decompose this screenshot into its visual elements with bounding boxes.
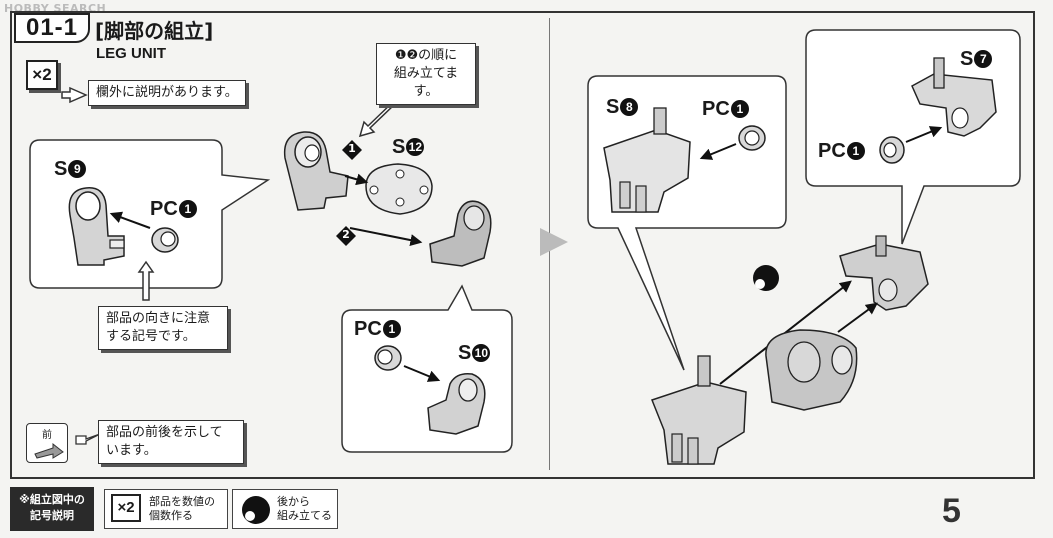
outside-note-arrow bbox=[61, 86, 88, 104]
step-two-marker bbox=[336, 226, 356, 246]
outside-explained-text: 欄外に説明があります。 bbox=[96, 85, 238, 100]
front-back-line-2: います。 bbox=[106, 443, 157, 458]
back-assembly-marker bbox=[753, 265, 779, 291]
legend-heading-line-1: ※組立図中の bbox=[19, 493, 85, 506]
s10-part bbox=[427, 372, 486, 435]
frame-left bbox=[10, 11, 12, 479]
legend-x2-badge: ×2 bbox=[111, 494, 141, 522]
step-two-number: 2 bbox=[342, 228, 350, 241]
next-step-triangle bbox=[540, 228, 568, 256]
multiplier-badge: ×2 bbox=[26, 60, 58, 90]
page-number: 5 bbox=[942, 492, 961, 530]
pc1-c-part bbox=[738, 125, 766, 151]
frame-bottom bbox=[10, 477, 1035, 479]
step-number: 01-1 bbox=[14, 13, 90, 43]
legend-x2-text: 部品を数値の 個数作る bbox=[149, 495, 215, 523]
assembly-order-note: ❶❷の順に 組み立てます。 bbox=[376, 43, 476, 105]
orientation-note: 部品の向きに注意 する記号です。 bbox=[98, 306, 228, 350]
num-icon: 1 bbox=[730, 100, 749, 118]
pc1-a-part bbox=[151, 227, 179, 253]
front-mark-icon: 前 bbox=[26, 423, 68, 463]
order-line-2: 組み立てます。 bbox=[393, 66, 459, 99]
num-icon: 8 bbox=[620, 98, 639, 116]
step-one-marker bbox=[342, 140, 362, 160]
num-icon: 1 bbox=[178, 200, 197, 218]
s10-bubble bbox=[341, 284, 513, 453]
front-back-note: 部品の前後を示して います。 bbox=[98, 420, 244, 464]
num-icon: 9 bbox=[68, 160, 87, 178]
step-one-number: 1 bbox=[348, 142, 356, 155]
num-icon: 1 bbox=[846, 142, 865, 160]
orientation-line-1: 部品の向きに注意 bbox=[106, 311, 211, 326]
step-title-en: LEG UNIT bbox=[96, 45, 166, 62]
right-s7-assembled bbox=[839, 235, 929, 311]
outside-explained-note: 欄外に説明があります。 bbox=[88, 80, 246, 106]
num-icon: 7 bbox=[974, 50, 993, 68]
frame-top bbox=[10, 11, 1035, 13]
legend-x2-cell: ×2 部品を数値の 個数作る bbox=[104, 489, 228, 529]
order-line-1: ❶❷の順に bbox=[394, 48, 458, 63]
legend-back-line-1: 後から bbox=[277, 495, 310, 508]
center-s9-part bbox=[283, 131, 349, 211]
step-title-jp: [脚部の組立] bbox=[95, 19, 214, 43]
frame-right bbox=[1033, 11, 1035, 479]
center-s10-part bbox=[429, 200, 492, 267]
right-s8-assembled bbox=[651, 355, 747, 465]
pc1-d-part bbox=[879, 136, 905, 164]
legend-back-text: 後から 組み立てる bbox=[277, 495, 332, 523]
pc1-b-part bbox=[374, 345, 402, 371]
s7-part bbox=[911, 57, 997, 137]
num-icon: 12 bbox=[406, 138, 425, 156]
orientation-line-2: する記号です。 bbox=[106, 329, 196, 344]
num-icon: 10 bbox=[472, 344, 491, 362]
front-mark-label: 前 bbox=[42, 430, 52, 441]
legend-back-line-2: 組み立てる bbox=[277, 509, 332, 522]
legend-heading: ※組立図中の 記号説明 bbox=[10, 487, 94, 531]
s9-part bbox=[68, 187, 125, 266]
back-assembly-icon bbox=[242, 496, 270, 524]
legend-heading-line-2: 記号説明 bbox=[30, 509, 74, 522]
right-s9-assembled bbox=[765, 329, 858, 411]
legend-back-cell: 後から 組み立てる bbox=[232, 489, 338, 529]
s8-part bbox=[603, 107, 691, 213]
s12-part bbox=[365, 163, 433, 215]
legend-x2-line-2: 個数作る bbox=[149, 509, 193, 522]
s8-bubble bbox=[587, 75, 787, 371]
num-icon: 1 bbox=[382, 320, 401, 338]
legend-x2-line-1: 部品を数値の bbox=[149, 495, 215, 508]
front-back-line-1: 部品の前後を示して bbox=[106, 425, 223, 440]
